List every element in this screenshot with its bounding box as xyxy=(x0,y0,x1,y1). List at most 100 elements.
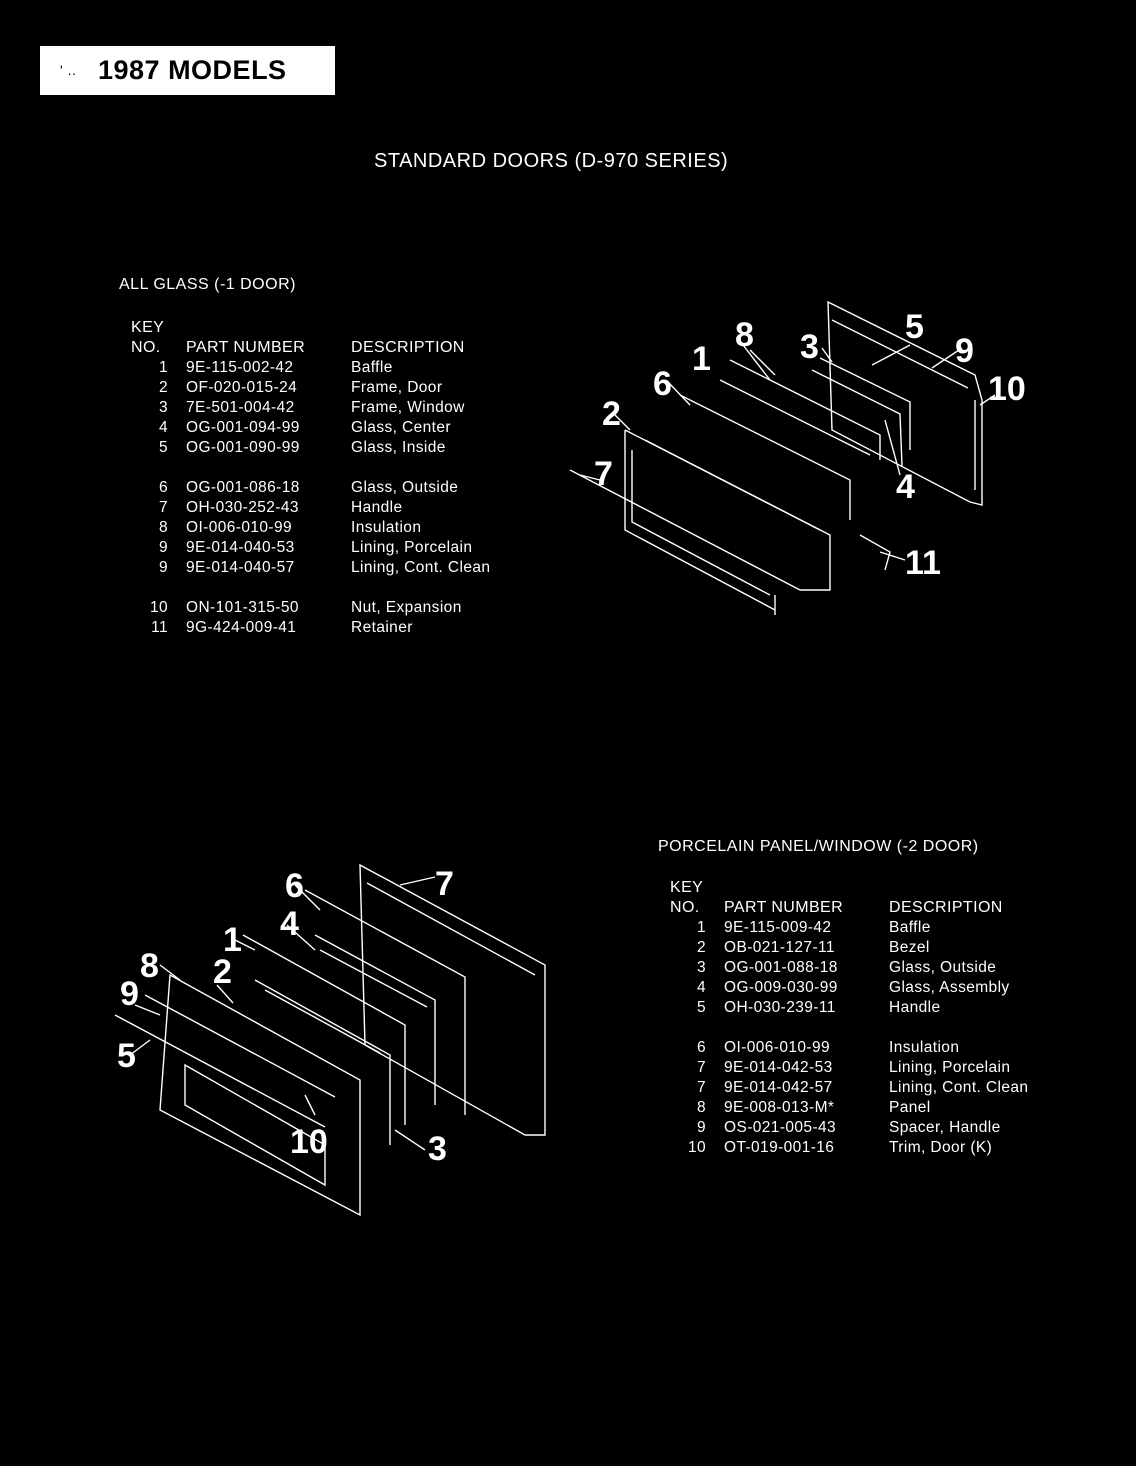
part-description: Handle xyxy=(351,499,403,516)
bezel-outline xyxy=(254,979,391,1145)
callout-4: 4 xyxy=(280,905,299,943)
key-number: 5 xyxy=(696,999,706,1016)
key-number: 1 xyxy=(158,359,168,376)
part-description: Lining, Cont. Clean xyxy=(889,1079,1029,1096)
key-number: 1 xyxy=(696,919,706,936)
callout-3: 3 xyxy=(428,1130,447,1168)
glass-assembly-outline xyxy=(314,934,436,1105)
part-number: 9G-424-009-41 xyxy=(186,619,297,636)
part-description: Bezel xyxy=(889,939,930,956)
part-number: OH-030-252-43 xyxy=(186,499,299,516)
header-row-1: KEY xyxy=(131,318,551,338)
models-badge: ' .. 1987 MODELS xyxy=(40,46,335,95)
key-number: 9 xyxy=(696,1119,706,1136)
part-number: OB-021-127-11 xyxy=(724,939,835,956)
part-description: Insulation xyxy=(889,1039,960,1056)
callout-1: 1 xyxy=(223,921,242,959)
callout-9: 9 xyxy=(120,975,139,1013)
header-row-2: NO. PART NUMBER DESCRIPTION xyxy=(131,338,551,358)
part-description: Glass, Center xyxy=(351,419,451,436)
part-number: OG-001-086-18 xyxy=(186,479,300,496)
callout-2: 2 xyxy=(213,953,232,991)
part-description: Panel xyxy=(889,1099,931,1116)
key-number: 7 xyxy=(158,499,168,516)
col-key-label-2: NO. xyxy=(670,899,700,916)
part-description: Lining, Cont. Clean xyxy=(351,559,491,576)
key-number: 5 xyxy=(158,439,168,456)
callout-10: 10 xyxy=(290,1123,328,1161)
part-number: OG-001-094-99 xyxy=(186,419,300,436)
handle-outline xyxy=(569,469,801,591)
key-number: 7 xyxy=(696,1059,706,1076)
key-number: 10 xyxy=(687,1139,706,1156)
col-part-label: PART NUMBER xyxy=(186,339,306,356)
panel-outline xyxy=(159,973,361,1217)
part-description: Glass, Outside xyxy=(889,959,997,976)
exploded-diagram-all-glass: 1 2 3 4 5 6 7 8 9 10 11 xyxy=(569,300,1026,615)
key-number: 9 xyxy=(158,559,168,576)
key-number: 7 xyxy=(696,1079,706,1096)
part-number: OF-020-015-24 xyxy=(186,379,298,396)
key-number: 10 xyxy=(149,599,168,616)
callout-3: 3 xyxy=(800,328,819,366)
callout-10: 10 xyxy=(988,370,1026,408)
part-number: ON-101-315-50 xyxy=(186,599,299,616)
insulation-outline xyxy=(729,359,881,460)
part-number: OG-001-090-99 xyxy=(186,439,300,456)
badge-specks: ' .. xyxy=(60,62,77,78)
callout-8: 8 xyxy=(140,947,159,985)
callout-5: 5 xyxy=(117,1037,136,1075)
callout-labels-1: 1 2 3 4 5 6 7 8 9 10 11 xyxy=(594,308,1026,582)
col-desc-label: DESCRIPTION xyxy=(889,899,1003,916)
table-row: 7 OH-030-252-43 Handle xyxy=(131,498,551,518)
col-key-label-1: KEY xyxy=(131,319,165,336)
part-description: Glass, Outside xyxy=(351,479,459,496)
callout-6: 6 xyxy=(285,867,304,905)
part-number: 9E-014-042-53 xyxy=(724,1059,833,1076)
part-description: Insulation xyxy=(351,519,422,536)
part-number: OH-030-239-11 xyxy=(724,999,836,1016)
badge-label: 1987 MODELS xyxy=(98,55,287,85)
callout-labels-2: 1 2 3 4 5 6 7 8 9 10 xyxy=(117,865,454,1168)
part-number: OG-009-030-99 xyxy=(724,979,838,996)
callout-4: 4 xyxy=(896,468,915,506)
table-row: 10 ON-101-315-50 Nut, Expansion xyxy=(131,598,551,618)
part-description: Baffle xyxy=(351,359,393,376)
part-description: Nut, Expansion xyxy=(351,599,462,616)
part-number: 9E-014-040-53 xyxy=(186,539,295,556)
part-number: OG-001-088-18 xyxy=(724,959,838,976)
key-number: 4 xyxy=(158,419,168,436)
part-description: Retainer xyxy=(351,619,413,636)
table-row: 5 OG-001-090-99 Glass, Inside xyxy=(131,438,551,458)
part-number: 9E-008-013-M* xyxy=(724,1099,835,1116)
key-number: 8 xyxy=(696,1099,706,1116)
section-heading-all-glass: ALL GLASS (-1 DOOR) xyxy=(119,276,296,293)
inside-glass-outline xyxy=(819,357,911,450)
part-description: Glass, Assembly xyxy=(889,979,1010,996)
key-number: 3 xyxy=(696,959,706,976)
part-description: Glass, Inside xyxy=(351,439,446,456)
key-number: 3 xyxy=(158,399,168,416)
callout-11: 11 xyxy=(905,544,941,582)
part-description: Frame, Door xyxy=(351,379,443,396)
part-number: OI-006-010-99 xyxy=(724,1039,831,1056)
col-key-label-2: NO. xyxy=(131,339,161,356)
part-number: 9E-115-009-42 xyxy=(724,919,832,936)
table-row: 4 OG-001-094-99 Glass, Center xyxy=(131,418,551,438)
part-description: Frame, Window xyxy=(351,399,465,416)
lining-outline xyxy=(827,300,983,506)
